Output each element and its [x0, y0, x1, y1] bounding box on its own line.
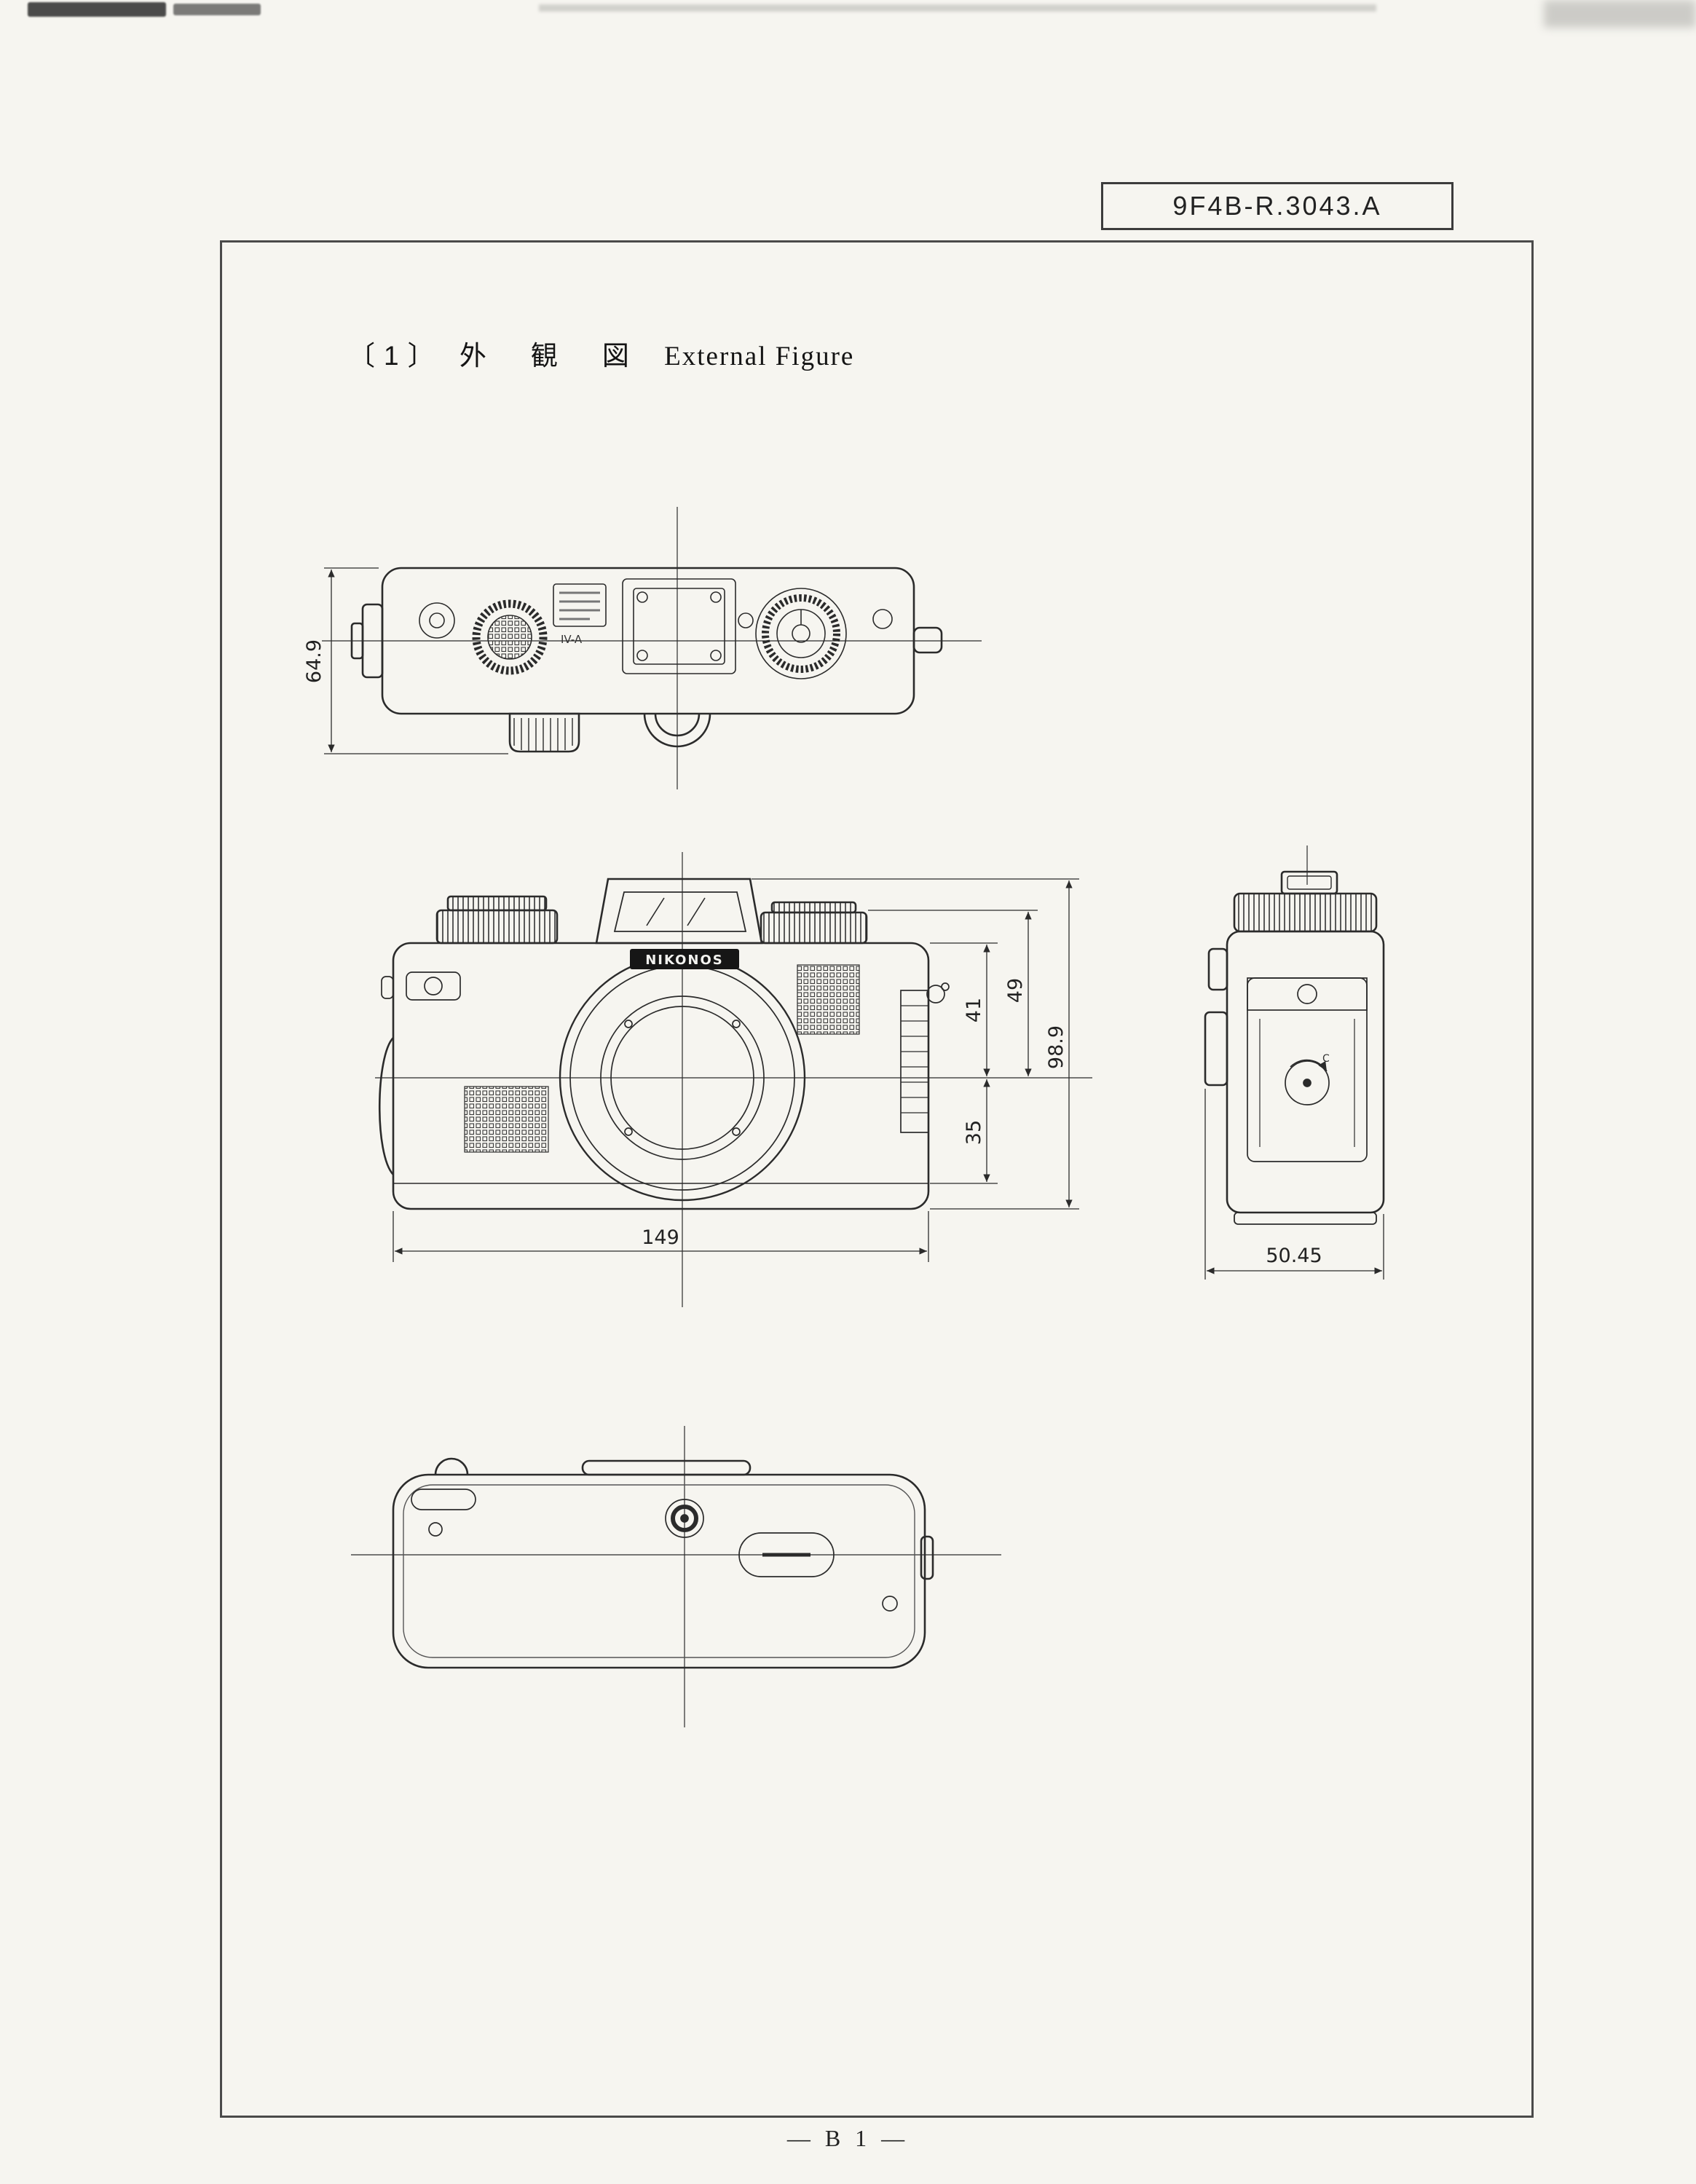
dim-label-side-depth: 50.45 — [1266, 1245, 1322, 1267]
dim-label-front-width: 149 — [642, 1226, 679, 1249]
model-marking-label: IV-A — [561, 633, 583, 646]
title-japanese: 〔1〕 外 観 図 — [348, 341, 638, 371]
page-title: 〔1〕 外 観 図 External Figure — [348, 334, 854, 373]
grip-hatching — [513, 718, 573, 752]
bottom-view-details — [411, 1489, 898, 1612]
dim-label-center-to-bottom: 35 — [963, 1120, 985, 1145]
bottom-view-body-outline — [392, 1457, 934, 1669]
dim-label-top-height: 64.9 — [303, 639, 326, 683]
scan-artifact — [173, 4, 261, 15]
dimension-top-height: 64.9 — [303, 567, 508, 754]
scan-artifact — [28, 2, 166, 17]
side-view-body-outline — [1204, 870, 1385, 1225]
front-view-dimensions: 149 41 35 49 98.9 — [393, 878, 1079, 1262]
dimension-side-depth: 50.45 — [1204, 1089, 1384, 1280]
drawing-frame — [220, 240, 1534, 2118]
document-number-box: 9F4B-R.3043.A — [1101, 182, 1454, 230]
side-view-drawing: C 50.45 — [1204, 845, 1385, 1280]
top-view-details — [419, 578, 893, 752]
bottom-view-drawing — [351, 1426, 1001, 1727]
dim-label-overall-height: 98.9 — [1045, 1025, 1068, 1069]
brand-nameplate: NIKONOS — [630, 949, 739, 969]
document-number: 9F4B-R.3043.A — [1172, 191, 1382, 221]
dim-label-dial-to-center: 49 — [1004, 978, 1027, 1003]
top-view-body-outline — [350, 567, 943, 753]
bottom-view-centerlines — [351, 1426, 1001, 1727]
front-view-drawing: NIKONOS 149 41 35 49 98.9 — [375, 852, 1092, 1307]
top-view-drawing: IV-A 64.9 — [303, 507, 982, 789]
front-view-body-outline — [378, 878, 930, 1210]
dim-label-center-to-top: 41 — [963, 998, 985, 1022]
scan-artifact — [1544, 0, 1696, 28]
brand-label: NIKONOS — [645, 953, 724, 968]
page-number: — B 1 — — [786, 2125, 910, 2151]
scan-artifact — [539, 4, 1376, 12]
side-view-details — [1247, 977, 1368, 1162]
front-view-centerlines — [375, 852, 1092, 1307]
latch-label: C — [1322, 1053, 1330, 1065]
title-english: External Figure — [664, 342, 855, 371]
top-view-centerlines — [322, 507, 982, 789]
